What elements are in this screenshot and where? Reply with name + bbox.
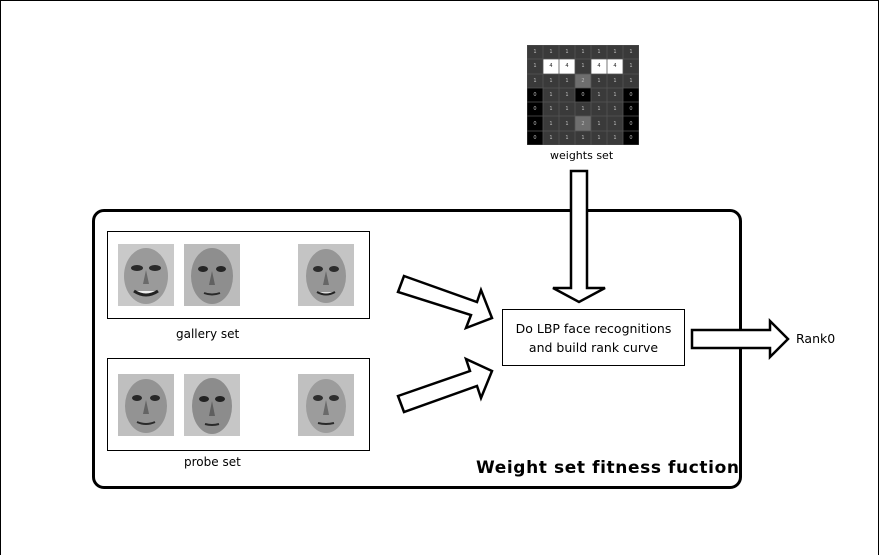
weights-set-label: weights set — [550, 149, 614, 162]
weight-cell: 0 — [623, 102, 639, 117]
weight-cell: 4 — [607, 59, 623, 74]
weight-cell: 1 — [559, 87, 575, 103]
weight-cell: 1 — [607, 102, 623, 117]
probe-set-label: probe set — [184, 455, 241, 469]
weight-cell: 0 — [527, 102, 543, 117]
weight-cell: 1 — [575, 45, 591, 60]
gallery-face-2 — [184, 244, 240, 306]
weights-down-arrow — [552, 169, 606, 304]
probe-set-box — [107, 358, 370, 451]
weight-cell: 1 — [591, 130, 607, 146]
probe-to-process-arrow — [396, 356, 494, 414]
weight-cell: 1 — [575, 130, 591, 146]
weight-cell: 1 — [543, 102, 559, 117]
weight-cell: 0 — [623, 130, 639, 146]
weight-cell: 1 — [607, 116, 623, 131]
weight-cell: 1 — [543, 45, 559, 60]
weight-cell: 1 — [575, 59, 591, 74]
weight-cell: 1 — [543, 116, 559, 131]
fitness-function-label: Weight set fitness fuction — [476, 458, 740, 478]
weight-cell: 1 — [527, 73, 543, 88]
weight-cell: 4 — [591, 59, 607, 74]
weight-cell: 2 — [575, 73, 591, 88]
weight-cell: 1 — [559, 102, 575, 117]
process-line-1: Do LBP face recognitions — [515, 320, 672, 336]
probe-face-1 — [118, 374, 174, 436]
weight-cell: 1 — [575, 102, 591, 117]
weight-cell: 1 — [559, 130, 575, 146]
weight-cell: 1 — [527, 45, 543, 60]
weight-cell: 1 — [607, 73, 623, 88]
weight-cell: 1 — [559, 45, 575, 60]
weight-cell: 1 — [527, 59, 543, 74]
weight-cell: 0 — [527, 87, 543, 103]
weight-cell: 0 — [527, 116, 543, 131]
weight-cell: 1 — [559, 73, 575, 88]
gallery-set-box — [107, 231, 370, 319]
lbp-recognition-box: Do LBP face recognitions and build rank … — [502, 309, 685, 366]
process-line-2: and build rank curve — [528, 339, 659, 355]
weight-cell: 1 — [591, 102, 607, 117]
gallery-to-process-arrow — [396, 274, 494, 331]
weight-cell: 1 — [591, 116, 607, 131]
process-to-rank0-arrow — [690, 317, 790, 361]
weight-cell: 1 — [591, 87, 607, 103]
weight-cell: 1 — [623, 73, 639, 88]
probe-face-2 — [184, 374, 240, 436]
weight-cell: 1 — [607, 130, 623, 146]
weight-cell: 1 — [591, 45, 607, 60]
gallery-face-1 — [118, 244, 174, 306]
weight-cell: 0 — [623, 116, 639, 131]
weight-cell: 0 — [527, 130, 543, 146]
weight-cell: 4 — [543, 59, 559, 74]
weight-cell: 1 — [623, 45, 639, 60]
weight-cell: 1 — [607, 87, 623, 103]
probe-face-3 — [298, 374, 354, 436]
weight-cell: 1 — [559, 116, 575, 131]
weight-cell: 1 — [591, 73, 607, 88]
gallery-set-label: gallery set — [176, 327, 240, 341]
weight-cell: 1 — [543, 73, 559, 88]
weight-cell: 0 — [623, 87, 639, 103]
weight-cell: 4 — [559, 59, 575, 74]
weight-cell: 1 — [543, 87, 559, 103]
weight-cell: 2 — [575, 116, 591, 131]
weight-cell: 1 — [623, 59, 639, 74]
gallery-face-3 — [298, 244, 354, 306]
rank0-label: Rank0 — [796, 331, 836, 346]
weight-cell: 1 — [607, 45, 623, 60]
weight-cell: 0 — [575, 87, 591, 103]
weight-cell: 1 — [543, 130, 559, 146]
